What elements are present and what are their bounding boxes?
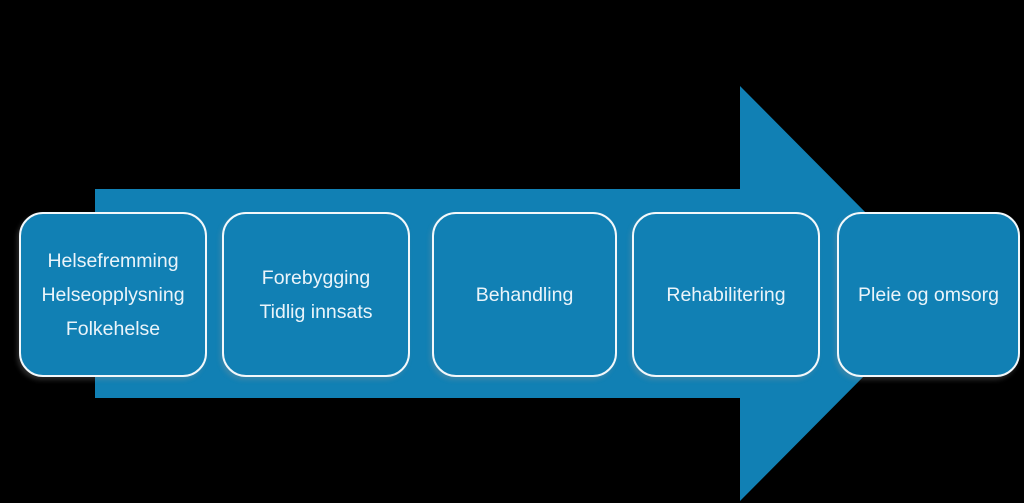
stage-label-line: Helseopplysning xyxy=(41,283,185,306)
stage-label-line: Helsefremming xyxy=(47,249,179,272)
stage-label-line: Tidlig innsats xyxy=(259,300,373,323)
stage-label-line: Behandling xyxy=(475,283,574,306)
stage-label-line: Pleie og omsorg xyxy=(858,283,999,306)
stage-label-line: Rehabilitering xyxy=(666,283,786,306)
stage-box-forebygging: Forebygging Tidlig innsats xyxy=(222,212,410,377)
stage-box-pleie-omsorg: Pleie og omsorg xyxy=(837,212,1020,377)
stage-box-rehabilitering: Rehabilitering xyxy=(632,212,820,377)
stage-label-line: Forebygging xyxy=(261,266,371,289)
stage-box-behandling: Behandling xyxy=(432,212,617,377)
stage-label-line: Folkehelse xyxy=(65,317,161,340)
stage-box-helsefremming: Helsefremming Helseopplysning Folkehelse xyxy=(19,212,207,377)
